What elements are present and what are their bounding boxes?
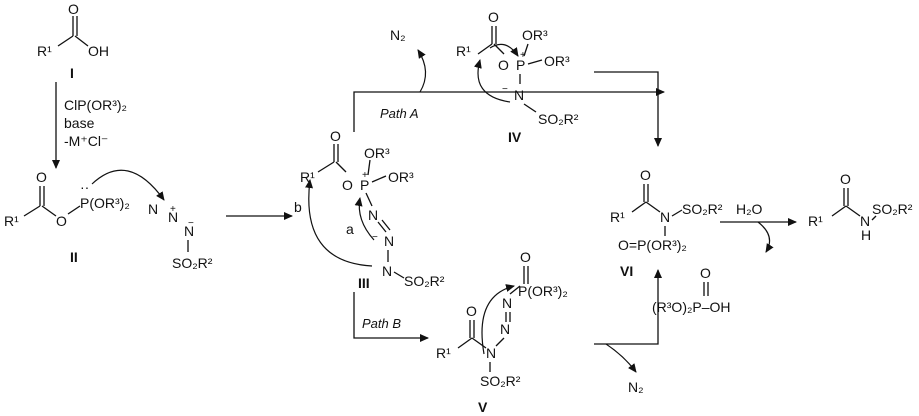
path-b-line bbox=[353, 292, 408, 339]
atom-o: O bbox=[68, 1, 79, 17]
atom-o: O bbox=[56, 213, 67, 229]
lone-pair: ·· bbox=[80, 179, 89, 195]
azide-n2: N bbox=[168, 209, 178, 225]
group-r1: R¹ bbox=[456, 43, 471, 59]
curly-arrow-p-to-azide bbox=[91, 169, 165, 201]
curly-arrow-a bbox=[354, 197, 375, 241]
atom-n: N bbox=[368, 207, 378, 223]
byproduct-phosphite: O (R³O)₂P–OH bbox=[652, 265, 731, 315]
arrow-iv-to-vi-line bbox=[594, 71, 659, 120]
curly-arrow-b bbox=[305, 179, 373, 267]
n2-byproduct-a: N₂ bbox=[390, 27, 406, 43]
reagent-salt: -M⁺Cl⁻ bbox=[64, 133, 108, 149]
atom-o: O bbox=[330, 128, 341, 144]
group-so2r2: SO₂R² bbox=[682, 201, 723, 217]
n2-release-arrow-b bbox=[605, 343, 637, 373]
compound-iii: O R¹ O P + OR³ OR³ N N − N SO₂R² III a b bbox=[294, 128, 445, 291]
compound-label-v: V bbox=[478, 399, 488, 415]
azide-plus: + bbox=[170, 204, 176, 215]
compound-label-iii: III bbox=[358, 275, 370, 291]
group-so2r2: SO₂R² bbox=[480, 373, 521, 389]
atom-n: N bbox=[500, 321, 510, 337]
charge-plus: + bbox=[362, 170, 368, 181]
charge-plus: + bbox=[520, 50, 526, 61]
atom-n: N bbox=[860, 213, 870, 229]
compound-iv: O R¹ O P + OR³ OR³ N − SO₂R² IV bbox=[456, 9, 579, 145]
atom-o: O bbox=[342, 177, 353, 193]
charge-minus: − bbox=[502, 84, 508, 95]
atom-n: N bbox=[502, 295, 512, 311]
compound-label-i: I bbox=[70, 65, 74, 81]
path-a-label: Path A bbox=[380, 106, 419, 121]
azide-minus: − bbox=[188, 218, 194, 229]
group-p-or3-2: P(OR³)₂ bbox=[80, 195, 130, 211]
arrow-label-a: a bbox=[346, 221, 354, 237]
compound-ii: O R¹ O P(OR³)₂ ·· II N N + N − SO₂R² bbox=[4, 169, 213, 271]
atom-h: H bbox=[861, 227, 871, 243]
final-product: O R¹ N H SO₂R² bbox=[808, 171, 913, 243]
atom-o: O bbox=[640, 167, 651, 183]
group-so2r2: SO₂R² bbox=[172, 255, 213, 271]
atom-o: O bbox=[498, 57, 509, 73]
atom-o: O bbox=[488, 9, 499, 25]
compound-label-iv: IV bbox=[508, 129, 522, 145]
group-oh: OH bbox=[88, 43, 109, 59]
curly-arrow-iv-o bbox=[489, 43, 519, 57]
compound-vi: O R¹ N SO₂R² O=P(OR³)₂ VI bbox=[610, 167, 723, 279]
group-r1: R¹ bbox=[610, 209, 625, 225]
curly-arrow-v bbox=[481, 284, 515, 355]
byproduct-formula: (R³O)₂P–OH bbox=[652, 299, 731, 315]
compound-i: O R¹ OH I bbox=[37, 1, 109, 81]
compound-label-ii: II bbox=[70, 249, 78, 265]
arrow-v-to-vi-line bbox=[594, 300, 659, 345]
byproduct-release-arrow bbox=[757, 221, 774, 253]
atom-n: N bbox=[384, 233, 394, 249]
reagent-base: base bbox=[64, 115, 95, 131]
compound-label-vi: VI bbox=[620, 263, 633, 279]
azide-n1: N bbox=[148, 201, 158, 217]
atom-o: O bbox=[36, 169, 47, 185]
group-p-or3-2: P(OR³)₂ bbox=[518, 283, 568, 299]
group-r1: R¹ bbox=[4, 213, 19, 229]
group-r1: R¹ bbox=[37, 43, 52, 59]
group-or3: OR³ bbox=[544, 53, 570, 69]
reagent-clp: ClP(OR³)₂ bbox=[64, 97, 127, 113]
atom-n: N bbox=[486, 345, 496, 361]
group-so2r2: SO₂R² bbox=[404, 273, 445, 289]
group-so2r2: SO₂R² bbox=[538, 111, 579, 127]
group-r1: R¹ bbox=[300, 169, 315, 185]
path-b-label: Path B bbox=[362, 316, 401, 331]
group-r1: R¹ bbox=[808, 213, 823, 229]
atom-n: N bbox=[382, 263, 392, 279]
atom-n: N bbox=[514, 87, 524, 103]
arrow-label-b: b bbox=[294, 199, 302, 215]
atom-p: P bbox=[360, 177, 369, 193]
atom-o: O bbox=[466, 303, 477, 319]
charge-minus: − bbox=[372, 232, 378, 243]
group-r1: R¹ bbox=[436, 345, 451, 361]
group-or3: OR³ bbox=[364, 145, 390, 161]
n2-release-arrow-a bbox=[417, 49, 427, 93]
group-or3: OR³ bbox=[388, 169, 414, 185]
compound-v: O R¹ N SO₂R² N N O P(OR³)₂ V bbox=[436, 249, 568, 415]
atom-o: O bbox=[840, 171, 851, 187]
group-or3: OR³ bbox=[522, 27, 548, 43]
group-so2r2: SO₂R² bbox=[872, 201, 913, 217]
n2-byproduct-b: N₂ bbox=[628, 379, 644, 395]
group-o-eq-p: O=P(OR³)₂ bbox=[618, 237, 687, 253]
atom-o: O bbox=[520, 249, 531, 265]
azide-n3: N bbox=[184, 223, 194, 239]
atom-p: P bbox=[516, 57, 525, 73]
atom-o: O bbox=[700, 265, 711, 281]
curly-arrow-iv-n bbox=[474, 59, 511, 103]
reagent-water: H₂O bbox=[736, 201, 763, 217]
path-a-line bbox=[353, 91, 598, 132]
atom-n: N bbox=[660, 209, 670, 225]
